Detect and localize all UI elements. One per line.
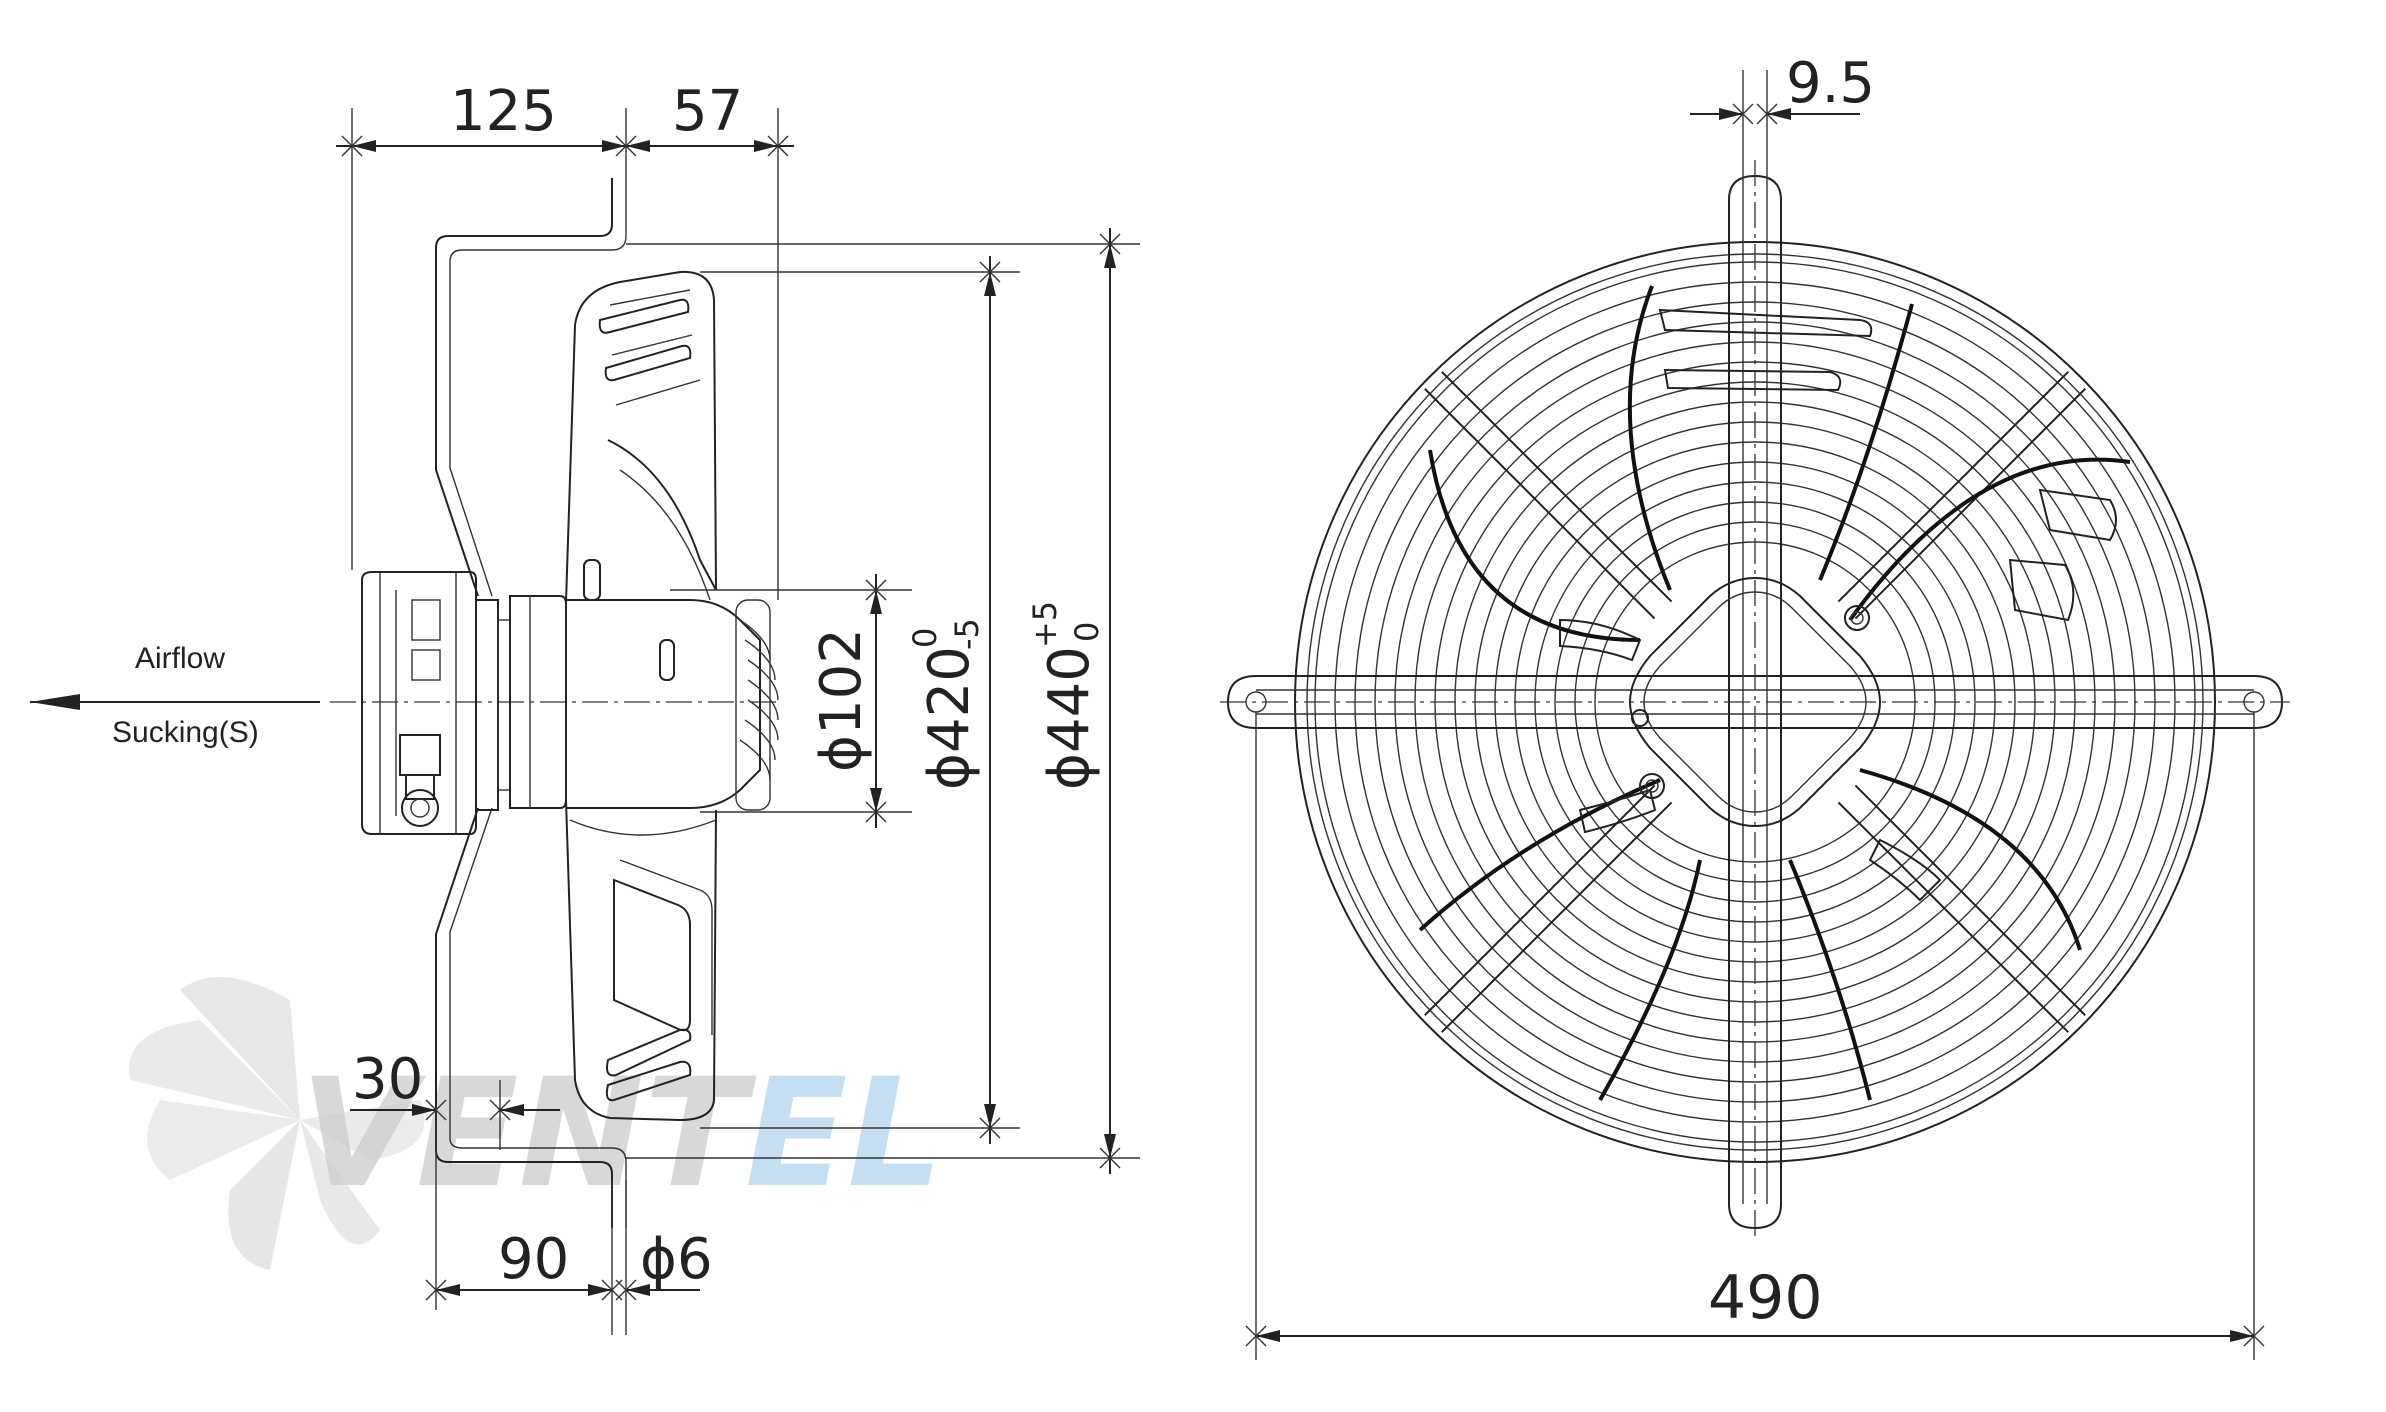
cable-gland xyxy=(399,734,441,827)
guard-bracket-bottom-inner xyxy=(449,807,627,1228)
dim-phi440-lower-tol: 0 xyxy=(1068,622,1106,642)
fan-hub xyxy=(566,599,761,809)
airflow-label: Airflow xyxy=(135,642,225,675)
dim-490: 490 xyxy=(1708,1263,1823,1333)
fan-blade-upper xyxy=(565,270,717,603)
dimension-125-57: 125 57 xyxy=(336,79,794,600)
fan-blades-front xyxy=(1418,285,2131,1101)
guard-bracket-top xyxy=(435,178,613,597)
hub-fins xyxy=(735,599,779,811)
guard-ring xyxy=(1454,401,2056,1003)
motor-end-cover xyxy=(361,571,477,835)
dim-phi440-upper-tol: +5 xyxy=(1026,601,1064,648)
dim-57: 57 xyxy=(672,79,743,144)
dim-9-5: 9.5 xyxy=(1786,51,1875,116)
dimension-phi440: ϕ440 +5 0 xyxy=(626,228,1140,1174)
front-view: 9.5 490 xyxy=(1220,51,2290,1360)
watermark-text-blue: EL xyxy=(745,1047,943,1221)
dim-phi6: ϕ6 xyxy=(640,1227,713,1292)
dim-30: 30 xyxy=(352,1047,423,1112)
side-view: Airflow Sucking(S) 125 57 30 xyxy=(30,79,1140,1335)
guard-spoke xyxy=(1837,371,2086,620)
dimension-phi420: ϕ420 0 -5 xyxy=(700,256,1020,1144)
dimension-90-phi6: 90 ϕ6 xyxy=(425,1180,713,1335)
ventel-logo-fan-icon xyxy=(128,977,425,1270)
dim-phi420: ϕ420 xyxy=(917,646,982,790)
guard-ring xyxy=(1394,341,2116,1063)
guard-spokes xyxy=(1424,371,2086,1033)
dimension-9-5: 9.5 xyxy=(1690,51,1875,200)
guard-spoke xyxy=(1424,371,1673,620)
airflow-arrow-head xyxy=(30,694,80,710)
dimension-490: 490 xyxy=(1245,712,2265,1360)
ventel-watermark: VENT EL xyxy=(128,977,943,1270)
dim-phi440: ϕ440 xyxy=(1037,646,1102,790)
fan-blade-lower xyxy=(565,799,717,1122)
dimension-phi102: ϕ102 xyxy=(670,574,912,828)
guard-ring xyxy=(1334,281,2176,1123)
sucking-label: Sucking(S) xyxy=(112,716,259,749)
dim-phi420-lower-tol: -5 xyxy=(948,618,986,650)
dim-phi102: ϕ102 xyxy=(809,628,874,772)
dim-125: 125 xyxy=(450,79,557,144)
dim-90: 90 xyxy=(498,1227,569,1292)
watermark-text-gray: VENT xyxy=(300,1047,757,1221)
motor-flange xyxy=(475,599,499,811)
dimension-30: 30 xyxy=(350,1047,560,1310)
guard-bracket-top-inner xyxy=(449,178,627,597)
guard-spoke xyxy=(1837,784,2086,1033)
dim-phi420-upper-tol: 0 xyxy=(906,628,944,648)
